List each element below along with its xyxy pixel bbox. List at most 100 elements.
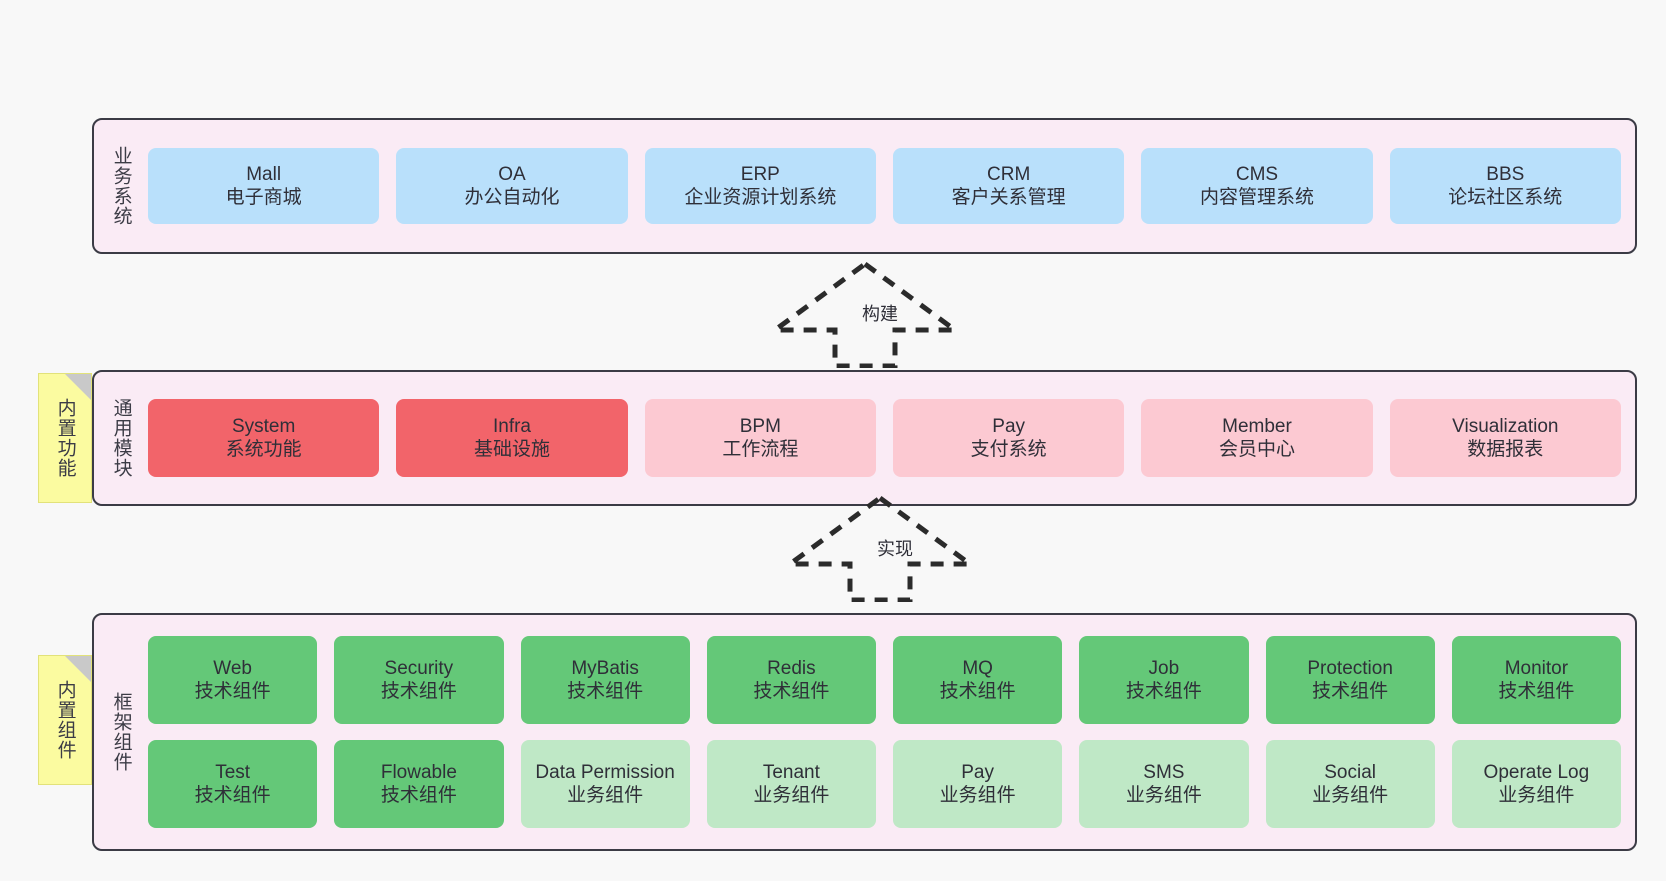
card-row: System 系统功能 Infra 基础设施 BPM 工作流程 Pay 支付系统… bbox=[148, 399, 1621, 477]
card-title: ERP bbox=[740, 163, 780, 185]
card-subtitle: 技术组件 bbox=[1125, 681, 1202, 702]
card-subtitle: 企业资源计划系统 bbox=[684, 187, 837, 208]
layer-framework-components: 框架组件 Web 技术组件 Security 技术组件 MyBatis 技术组件… bbox=[92, 613, 1637, 851]
card-subtitle: 技术组件 bbox=[753, 681, 830, 702]
card-sms[interactable]: SMS 业务组件 bbox=[1079, 740, 1249, 828]
card-mq[interactable]: MQ 技术组件 bbox=[893, 636, 1063, 724]
card-title: Infra bbox=[492, 415, 531, 437]
card-title: CMS bbox=[1235, 163, 1279, 185]
card-subtitle: 工作流程 bbox=[722, 439, 799, 460]
card-subtitle: 业务组件 bbox=[1125, 785, 1202, 806]
layer-body-business: Mall 电子商城 OA 办公自动化 ERP 企业资源计划系统 CRM 客户关系… bbox=[148, 120, 1635, 252]
card-security[interactable]: Security 技术组件 bbox=[334, 636, 504, 724]
card-subtitle: 技术组件 bbox=[1498, 681, 1575, 702]
card-title: Member bbox=[1222, 415, 1292, 437]
connector-build-label: 构建 bbox=[862, 304, 898, 324]
card-title: Job bbox=[1148, 657, 1180, 679]
card-data-permission[interactable]: Data Permission 业务组件 bbox=[520, 740, 690, 828]
card-subtitle: 技术组件 bbox=[567, 681, 644, 702]
card-pay-component[interactable]: Pay 业务组件 bbox=[893, 740, 1063, 828]
card-title: Mall bbox=[246, 163, 282, 185]
card-title: Monitor bbox=[1504, 657, 1569, 679]
card-web[interactable]: Web 技术组件 bbox=[148, 636, 318, 724]
card-bbs[interactable]: BBS 论坛社区系统 bbox=[1389, 148, 1621, 224]
card-subtitle: 办公自动化 bbox=[464, 187, 560, 208]
card-member[interactable]: Member 会员中心 bbox=[1141, 399, 1373, 477]
card-row: Web 技术组件 Security 技术组件 MyBatis 技术组件 Redi… bbox=[148, 636, 1621, 724]
card-subtitle: 数据报表 bbox=[1467, 439, 1544, 460]
card-subtitle: 电子商城 bbox=[225, 187, 302, 208]
card-subtitle: 技术组件 bbox=[380, 785, 457, 806]
card-title: MyBatis bbox=[571, 657, 639, 679]
card-operate-log[interactable]: Operate Log 业务组件 bbox=[1451, 740, 1621, 828]
card-bpm[interactable]: BPM 工作流程 bbox=[644, 399, 876, 477]
layer-title-modules: 通用模块 bbox=[110, 398, 132, 478]
card-title: Web bbox=[213, 657, 252, 679]
card-tenant[interactable]: Tenant 业务组件 bbox=[706, 740, 876, 828]
card-title: SMS bbox=[1143, 761, 1185, 783]
card-title: Redis bbox=[767, 657, 816, 679]
card-subtitle: 业务组件 bbox=[1498, 785, 1575, 806]
layer-business-systems: 业务系统 Mall 电子商城 OA 办公自动化 ERP 企业资源计划系统 CRM… bbox=[92, 118, 1637, 254]
card-title: Social bbox=[1324, 761, 1376, 783]
card-subtitle: 技术组件 bbox=[939, 681, 1016, 702]
card-subtitle: 系统功能 bbox=[225, 439, 302, 460]
card-subtitle: 业务组件 bbox=[939, 785, 1016, 806]
card-subtitle: 业务组件 bbox=[1312, 785, 1389, 806]
card-test[interactable]: Test 技术组件 bbox=[148, 740, 318, 828]
note-label: 内置功能 bbox=[54, 398, 76, 478]
card-title: Pay bbox=[992, 415, 1026, 437]
layer-common-modules: 通用模块 System 系统功能 Infra 基础设施 BPM 工作流程 Pay… bbox=[92, 370, 1637, 506]
card-subtitle: 支付系统 bbox=[970, 439, 1047, 460]
card-pay[interactable]: Pay 支付系统 bbox=[892, 399, 1125, 477]
card-subtitle: 论坛社区系统 bbox=[1448, 187, 1563, 208]
card-row: Test 技术组件 Flowable 技术组件 Data Permission … bbox=[148, 740, 1621, 828]
card-title: BPM bbox=[739, 415, 781, 437]
layer-title-framework: 框架组件 bbox=[110, 692, 132, 772]
card-mybatis[interactable]: MyBatis 技术组件 bbox=[520, 636, 690, 724]
card-subtitle: 业务组件 bbox=[567, 785, 644, 806]
card-infra[interactable]: Infra 基础设施 bbox=[396, 399, 628, 477]
card-job[interactable]: Job 技术组件 bbox=[1079, 636, 1249, 724]
card-title: Visualization bbox=[1452, 415, 1559, 437]
card-title: OA bbox=[498, 163, 526, 185]
card-subtitle: 客户关系管理 bbox=[951, 187, 1066, 208]
card-subtitle: 业务组件 bbox=[753, 785, 830, 806]
card-title: Pay bbox=[961, 761, 994, 783]
layer-body-framework: Web 技术组件 Security 技术组件 MyBatis 技术组件 Redi… bbox=[148, 615, 1635, 849]
card-title: Data Permission bbox=[535, 761, 675, 783]
card-visualization[interactable]: Visualization 数据报表 bbox=[1389, 399, 1621, 477]
card-subtitle: 内容管理系统 bbox=[1199, 187, 1314, 208]
card-subtitle: 技术组件 bbox=[380, 681, 457, 702]
card-social[interactable]: Social 业务组件 bbox=[1265, 740, 1435, 828]
card-crm[interactable]: CRM 客户关系管理 bbox=[892, 148, 1125, 224]
note-builtin-components: 内置组件 bbox=[38, 655, 92, 785]
card-system[interactable]: System 系统功能 bbox=[148, 399, 380, 477]
card-title: Test bbox=[215, 761, 251, 783]
card-title: System bbox=[231, 415, 296, 437]
card-protection[interactable]: Protection 技术组件 bbox=[1265, 636, 1435, 724]
card-flowable[interactable]: Flowable 技术组件 bbox=[334, 740, 504, 828]
card-subtitle: 基础设施 bbox=[473, 439, 550, 460]
card-redis[interactable]: Redis 技术组件 bbox=[706, 636, 876, 724]
layer-body-modules: System 系统功能 Infra 基础设施 BPM 工作流程 Pay 支付系统… bbox=[148, 372, 1635, 504]
card-title: Protection bbox=[1307, 657, 1393, 679]
card-title: Operate Log bbox=[1483, 761, 1590, 783]
card-title: Flowable bbox=[380, 761, 457, 783]
card-title: BBS bbox=[1486, 163, 1525, 185]
card-subtitle: 会员中心 bbox=[1218, 439, 1295, 460]
card-title: MQ bbox=[962, 657, 993, 679]
card-row: Mall 电子商城 OA 办公自动化 ERP 企业资源计划系统 CRM 客户关系… bbox=[148, 148, 1621, 224]
connector-implement-label: 实现 bbox=[877, 539, 913, 559]
card-cms[interactable]: CMS 内容管理系统 bbox=[1141, 148, 1373, 224]
card-mall[interactable]: Mall 电子商城 bbox=[148, 148, 380, 224]
card-erp[interactable]: ERP 企业资源计划系统 bbox=[644, 148, 876, 224]
card-title: Tenant bbox=[762, 761, 820, 783]
card-subtitle: 技术组件 bbox=[194, 785, 271, 806]
layer-title-business: 业务系统 bbox=[110, 146, 132, 226]
card-monitor[interactable]: Monitor 技术组件 bbox=[1451, 636, 1621, 724]
card-oa[interactable]: OA 办公自动化 bbox=[396, 148, 628, 224]
card-subtitle: 技术组件 bbox=[1312, 681, 1389, 702]
note-builtin-functions: 内置功能 bbox=[38, 373, 92, 503]
